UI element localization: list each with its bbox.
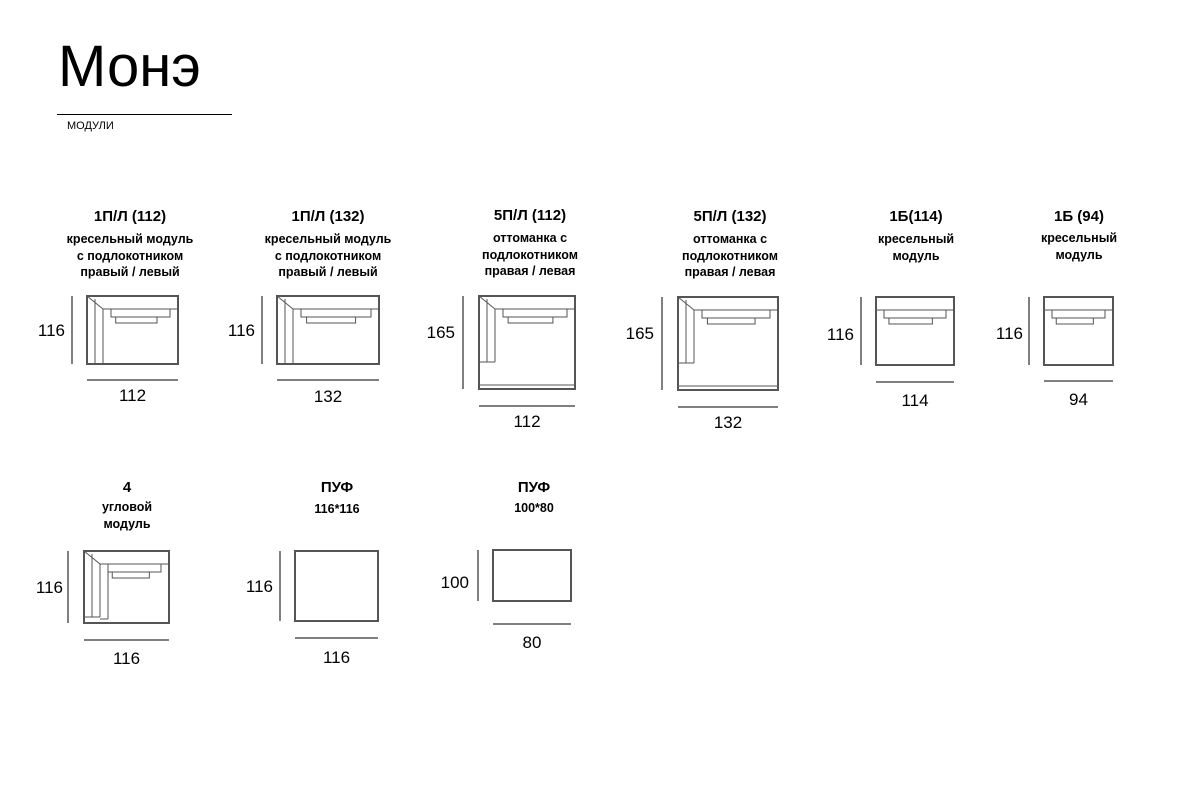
cushion-lower xyxy=(111,571,150,579)
module-outline xyxy=(276,295,380,365)
module-outline xyxy=(86,295,179,365)
corner-miter-line xyxy=(478,295,496,310)
module-drawing xyxy=(1043,296,1114,366)
module-code: 1Б (94) xyxy=(1054,208,1104,225)
cushion-upper xyxy=(883,309,947,319)
cushion-lower xyxy=(888,317,933,325)
module-code: 4 xyxy=(122,479,132,496)
module-description-line: кресельный xyxy=(877,232,955,246)
module-outline xyxy=(83,550,170,624)
module-description-line: оттоманка с xyxy=(692,232,768,246)
module-description-line: модуль xyxy=(1055,247,1103,262)
module-depth-label: 165 xyxy=(426,323,455,342)
cushion-upper xyxy=(110,308,171,318)
module-description-line: кресельный xyxy=(1040,231,1118,245)
module-depth-label: 116 xyxy=(826,325,854,344)
module-code: 1Б(114) xyxy=(889,208,943,225)
brand-rule xyxy=(57,114,232,115)
module-drawing xyxy=(83,550,170,624)
cushion-upper xyxy=(300,308,372,318)
corner-miter-line xyxy=(276,295,294,310)
module-description-line: кресельный модуль xyxy=(66,232,194,246)
module-description-line: с подлокотником xyxy=(76,248,184,263)
module-code: ПУФ xyxy=(320,479,354,496)
corner-miter-line xyxy=(86,295,104,310)
module-width-label: 94 xyxy=(1069,390,1088,409)
cushion-lower xyxy=(507,316,554,324)
module-drawing xyxy=(276,295,380,365)
module-outline xyxy=(1043,296,1114,366)
module-depth-label: 116 xyxy=(245,577,273,596)
module-width-label: 116 xyxy=(112,649,141,668)
cushion-lower xyxy=(706,317,756,325)
module-description-line: модуль xyxy=(892,248,940,263)
module-description-line: правая / левая xyxy=(684,265,776,279)
module-depth-label: 116 xyxy=(995,324,1023,343)
module-depth-label: 165 xyxy=(625,324,654,343)
module-outline xyxy=(677,296,779,391)
module-description-line: правый / левый xyxy=(80,265,180,279)
cushion-lower xyxy=(115,316,158,324)
module-width-label: 80 xyxy=(522,633,542,652)
module-code: ПУФ xyxy=(517,479,551,496)
module-code: 5П/Л (132) xyxy=(693,208,767,225)
module-outline xyxy=(478,295,576,390)
module-description-line: с подлокотником xyxy=(274,248,382,263)
module-width-label: 132 xyxy=(713,413,743,432)
cushion-upper xyxy=(107,563,162,573)
module-description-line: модуль xyxy=(103,516,151,531)
module-drawing xyxy=(677,296,779,391)
module-outline xyxy=(875,296,955,366)
module-description-line: подлокотником xyxy=(682,248,778,263)
module-description-line: правая / левая xyxy=(484,264,576,278)
module-description-line: кресельный модуль xyxy=(264,232,392,246)
cushion-lower xyxy=(1055,317,1094,325)
module-outline xyxy=(492,549,572,602)
brand-title: Монэ xyxy=(58,34,201,99)
cushion-upper xyxy=(701,309,771,319)
corner-miter-line xyxy=(677,296,695,311)
module-description-line: оттоманка с xyxy=(492,231,568,245)
module-outline xyxy=(294,550,379,622)
module-drawing xyxy=(86,295,179,365)
module-code: 1П/Л (112) xyxy=(93,208,167,225)
module-description-line: правый / левый xyxy=(278,265,378,279)
module-width-label: 112 xyxy=(513,412,541,431)
module-drawing xyxy=(875,296,955,366)
module-depth-label: 116 xyxy=(227,321,255,340)
module-description-line: 116*116 xyxy=(314,502,360,516)
module-drawing xyxy=(492,549,572,602)
cushion-upper xyxy=(502,308,568,318)
module-width-label: 116 xyxy=(322,648,351,667)
module-width-label: 114 xyxy=(901,391,929,410)
module-width-label: 132 xyxy=(313,387,343,406)
module-width-label: 112 xyxy=(118,386,147,405)
module-depth-label: 116 xyxy=(37,321,65,340)
cushion-lower xyxy=(306,316,357,324)
cushion-upper xyxy=(1051,309,1106,319)
module-description-line: 100*80 xyxy=(514,501,554,515)
module-description-line: подлокотником xyxy=(482,247,578,262)
module-depth-label: 116 xyxy=(35,578,63,597)
module-drawing xyxy=(478,295,576,390)
module-code: 1П/Л (132) xyxy=(291,208,365,225)
corner-miter-line xyxy=(83,550,101,565)
module-depth-label: 100 xyxy=(440,573,469,592)
module-drawing xyxy=(294,550,379,622)
module-code: 5П/Л (112) xyxy=(493,207,567,224)
module-description-line: угловой xyxy=(101,500,153,514)
brand-subtitle: МОДУЛИ xyxy=(67,120,114,132)
